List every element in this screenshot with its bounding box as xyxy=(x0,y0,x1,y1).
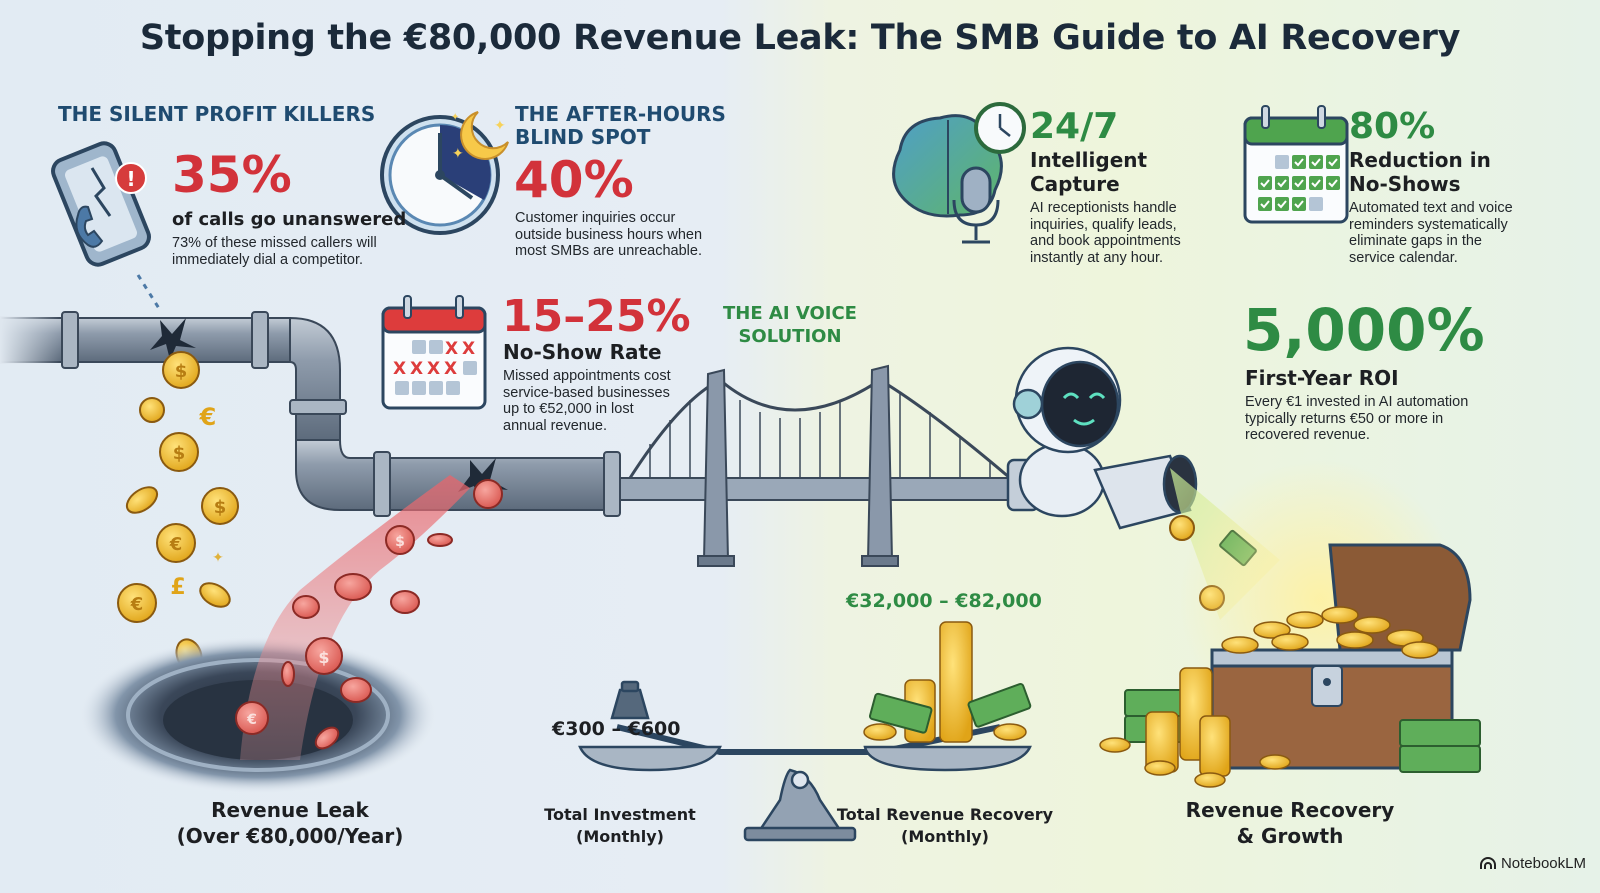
svg-text:$: $ xyxy=(175,361,188,382)
svg-text:X: X xyxy=(445,339,458,359)
svg-text:X: X xyxy=(410,359,423,379)
brain-clock-mic-icon xyxy=(892,102,1026,244)
capture-description: AI receptionists handle inquiries, quali… xyxy=(1030,200,1181,266)
capture-label-line2: Capture xyxy=(1030,172,1120,196)
revenue-growth-caption-line1: Revenue Recovery xyxy=(1185,798,1395,822)
roi-label: First-Year ROI xyxy=(1245,366,1399,390)
revenue-leak-caption-line1: Revenue Leak xyxy=(211,798,369,822)
svg-text:$: $ xyxy=(173,443,186,464)
notebooklm-logo-icon xyxy=(1479,857,1496,869)
investment-amount: €300 – €600 xyxy=(552,718,681,740)
section-title-ai-solution: THE AI VOICE SOLUTION xyxy=(700,302,880,348)
balance-scale xyxy=(578,621,1032,842)
svg-text:£: £ xyxy=(170,575,185,600)
reduction-label-line2: No-Shows xyxy=(1349,172,1461,196)
svg-text:$: $ xyxy=(214,497,227,518)
section-title-after-hours: THE AFTER-HOURS BLIND SPOT xyxy=(515,103,726,149)
capture-stat: 24/7 xyxy=(1030,106,1119,147)
notebooklm-credit: NotebookLM xyxy=(1479,855,1586,872)
after-hours-title-line2: BLIND SPOT xyxy=(515,125,651,149)
revenue-growth-caption-line2: & Growth xyxy=(1236,824,1344,848)
investment-label: Total Investment (Monthly) xyxy=(540,804,700,848)
broken-phone-icon: ! xyxy=(51,141,162,311)
svg-text:X: X xyxy=(393,359,406,379)
investment-label-line2: (Monthly) xyxy=(576,827,664,846)
svg-text:!: ! xyxy=(126,167,135,191)
after-hours-description: Customer inquiries occur outside busines… xyxy=(515,210,703,259)
reduction-label-line1: Reduction in xyxy=(1349,148,1491,172)
reduction-description: Automated text and voice reminders syste… xyxy=(1349,200,1513,266)
night-clock-icon: ✦ ✦ ✦ xyxy=(380,111,509,235)
capture-label-line1: Intelligent xyxy=(1030,148,1148,172)
svg-text:X: X xyxy=(444,359,457,379)
after-hours-stat: 40% xyxy=(514,151,634,209)
page-title: Stopping the €80,000 Revenue Leak: The S… xyxy=(139,18,1461,58)
svg-text:€: € xyxy=(199,403,217,431)
falling-red-coins: $ $ € xyxy=(235,479,503,750)
svg-text:€: € xyxy=(246,712,257,728)
capture-label: Intelligent Capture xyxy=(1030,148,1147,196)
svg-text:✦: ✦ xyxy=(451,112,459,123)
no-show-stat: 15–25% xyxy=(502,291,691,342)
suspension-bridge xyxy=(619,364,1021,567)
svg-text:✦: ✦ xyxy=(212,550,224,566)
reduction-stat: 80% xyxy=(1349,106,1436,147)
investment-label-line1: Total Investment xyxy=(544,805,696,824)
svg-text:X: X xyxy=(427,359,440,379)
roi-description: Every €1 invested in AI automation typic… xyxy=(1245,394,1469,443)
leaking-pipe xyxy=(0,311,621,517)
svg-text:€: € xyxy=(130,594,144,615)
treasure-chest xyxy=(1099,460,1481,788)
svg-text:X: X xyxy=(462,339,475,359)
no-show-description: Missed appointments cost service-based b… xyxy=(503,368,671,434)
ai-solution-title-line1: THE AI VOICE xyxy=(723,303,857,324)
credit-text: NotebookLM xyxy=(1500,855,1586,872)
unanswered-calls-label: of calls go unanswered xyxy=(172,209,407,230)
revenue-growth-caption: Revenue Recovery & Growth xyxy=(1170,797,1410,849)
svg-text:✦: ✦ xyxy=(452,146,464,162)
recovery-label-line1: Total Revenue Recovery xyxy=(836,805,1054,824)
green-calendar-icon xyxy=(1243,105,1349,224)
revenue-leak-caption: Revenue Leak (Over €80,000/Year) xyxy=(160,797,420,849)
section-title-profit-killers: THE SILENT PROFIT KILLERS xyxy=(58,102,376,126)
revenue-leak-caption-line2: (Over €80,000/Year) xyxy=(176,824,404,848)
reduction-label: Reduction in No-Shows xyxy=(1349,148,1491,196)
svg-text:$: $ xyxy=(395,534,405,550)
ai-solution-title-line2: SOLUTION xyxy=(738,326,842,347)
recovery-label: Total Revenue Recovery (Monthly) xyxy=(836,804,1054,848)
red-money-stream xyxy=(240,475,470,760)
svg-text:✦: ✦ xyxy=(494,118,506,134)
recovery-amount: €32,000 – €82,000 xyxy=(846,590,1042,612)
unanswered-calls-stat: 35% xyxy=(172,146,292,204)
svg-text:€: € xyxy=(169,534,183,555)
svg-text:$: $ xyxy=(318,648,329,667)
after-hours-title-line1: THE AFTER-HOURS xyxy=(515,102,726,126)
roi-stat: 5,000% xyxy=(1243,296,1485,364)
recovery-label-line2: (Monthly) xyxy=(901,827,989,846)
unanswered-calls-description: 73% of these missed callers will immedia… xyxy=(172,235,377,268)
no-show-label: No-Show Rate xyxy=(503,340,662,364)
ai-robot xyxy=(1006,346,1198,530)
